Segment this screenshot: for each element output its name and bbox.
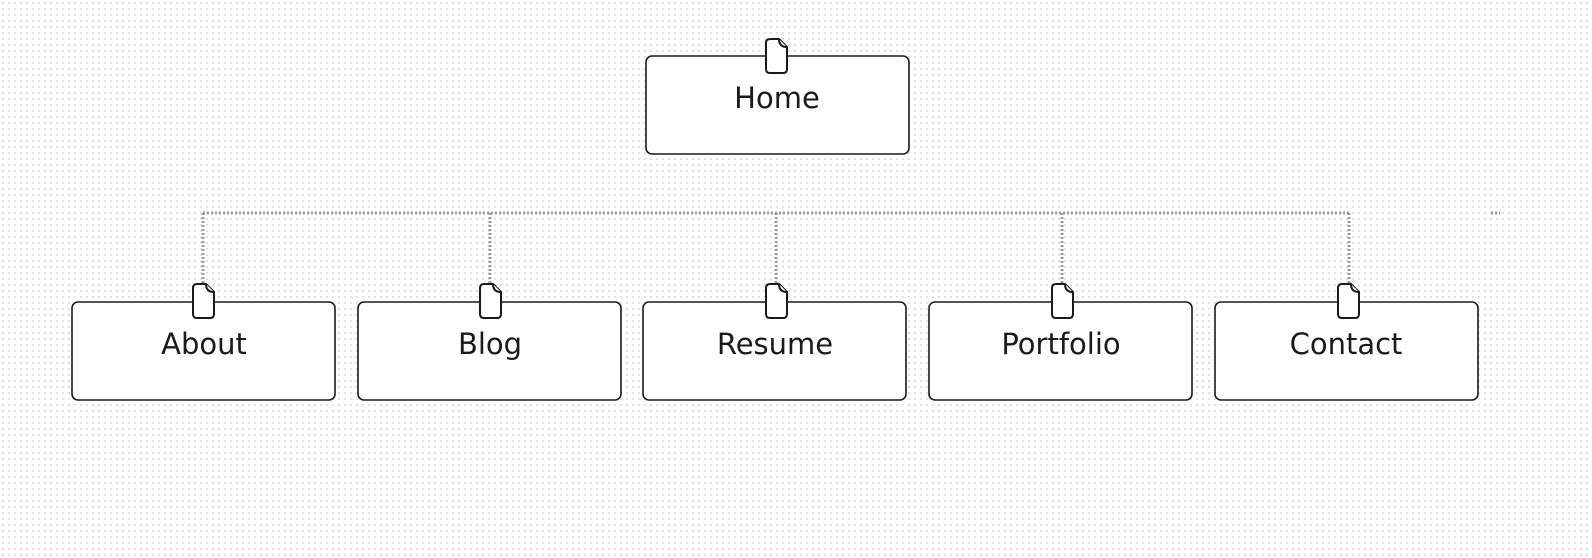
page-label: Home: [734, 81, 820, 115]
document-icon: [765, 283, 788, 319]
page-label: Blog: [458, 327, 522, 361]
page-label: Portfolio: [1001, 327, 1120, 361]
page-label: Contact: [1290, 327, 1403, 361]
page-label: Resume: [717, 327, 833, 361]
connector-lines: [201, 211, 1500, 284]
page-node-about[interactable]: About: [71, 283, 336, 401]
page-node-contact[interactable]: Contact: [1214, 283, 1479, 401]
page-node-portfolio[interactable]: Portfolio: [928, 283, 1193, 401]
document-icon: [479, 283, 502, 319]
document-icon: [765, 38, 788, 74]
document-icon: [192, 283, 215, 319]
document-icon: [1051, 283, 1074, 319]
document-icon: [1337, 283, 1360, 319]
page-node-resume[interactable]: Resume: [642, 283, 907, 401]
page-node-home[interactable]: Home: [645, 38, 910, 155]
page-label: About: [161, 327, 247, 361]
page-node-blog[interactable]: Blog: [357, 283, 622, 401]
